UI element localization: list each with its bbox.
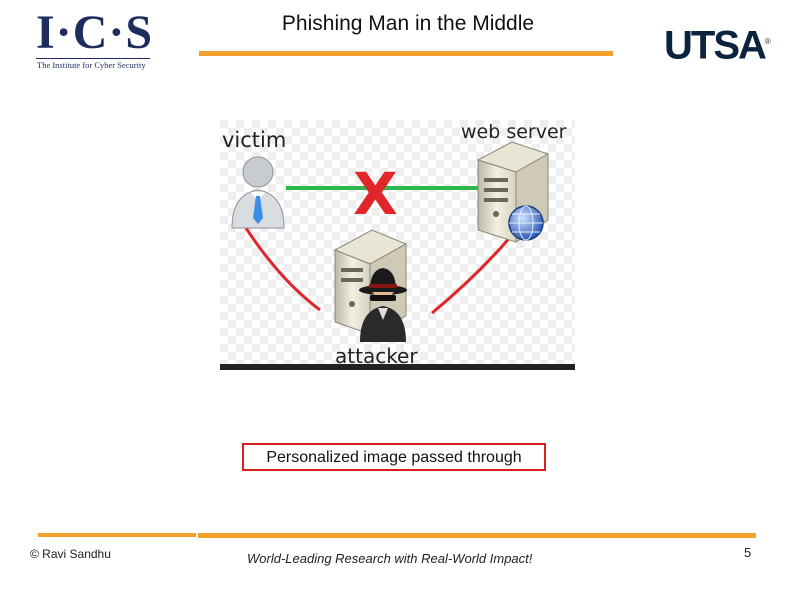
caption-box: Personalized image passed through — [242, 443, 546, 471]
utsa-logo: UTSA® — [664, 20, 771, 67]
attacker-server-link — [431, 234, 514, 315]
page-number: 5 — [744, 545, 752, 560]
ics-logo-rule — [36, 58, 150, 59]
victim-label: victim — [222, 128, 286, 152]
attacker-spy-icon — [359, 268, 407, 342]
title-underline — [199, 51, 613, 56]
globe-icon — [508, 205, 544, 241]
diagram-bottom-border — [220, 364, 575, 370]
footer-tagline: World-Leading Research with Real-World I… — [247, 551, 533, 566]
footer-copyright: © Ravi Sandhu — [30, 547, 111, 561]
utsa-logo-mark: ® — [764, 37, 771, 46]
footer-divider-right — [198, 533, 756, 538]
ics-logo-mark: I·C·S — [36, 6, 154, 59]
web-server-label: web server — [461, 121, 567, 143]
ics-logo: I·C·S The Institute for Cyber Security — [36, 8, 154, 72]
attacker-label: attacker — [335, 344, 418, 368]
mitm-diagram: victim web server attacker X — [220, 120, 575, 370]
footer-divider-left — [38, 533, 196, 537]
utsa-logo-text: UTSA — [664, 23, 767, 68]
ics-logo-subtitle: The Institute for Cyber Security — [37, 60, 146, 70]
blocked-x-mark: X — [353, 160, 398, 228]
victim-person-icon — [231, 156, 285, 229]
slide-title: Phishing Man in the Middle — [281, 12, 535, 35]
victim-attacker-link — [244, 227, 321, 312]
